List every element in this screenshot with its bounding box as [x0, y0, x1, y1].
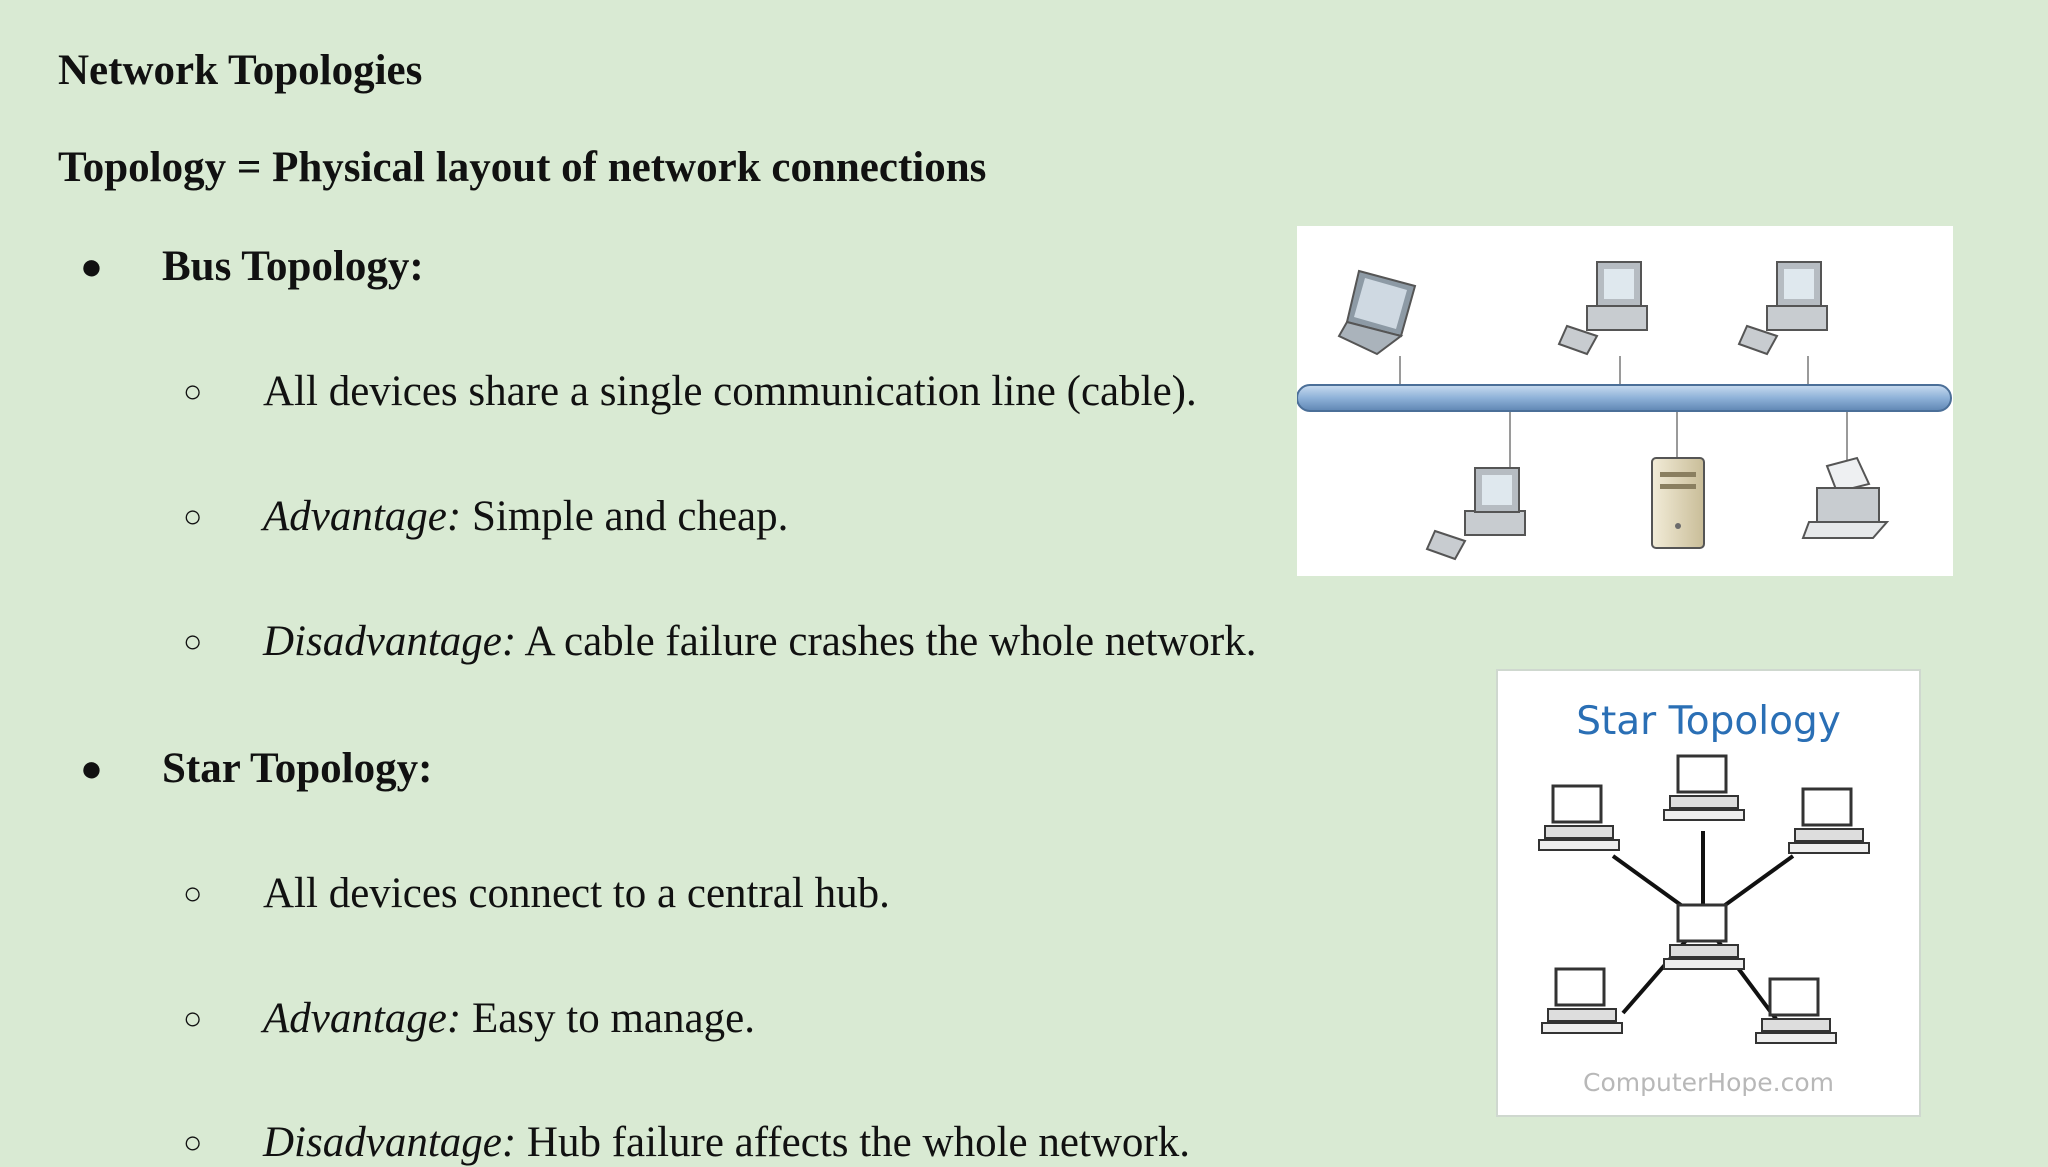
desktop-computer-icon [1737, 261, 1828, 356]
star-disadvantage-label: Disadvantage: [263, 1119, 517, 1166]
bus-advantage: ○ Advantage: Simple and cheap. [183, 492, 788, 541]
laptop-icon [1337, 269, 1417, 356]
computer-icon [1541, 967, 1623, 1034]
sub-bullet-icon: ○ [183, 875, 203, 911]
bus-topology-image [1296, 226, 1953, 576]
computer-icon [1788, 787, 1870, 854]
star-image-title: Star Topology [1576, 699, 1841, 744]
computer-icon [1755, 977, 1837, 1044]
printer-icon [1801, 456, 1890, 539]
star-point-1: ○ All devices connect to a central hub. [183, 869, 890, 918]
server-icon [1651, 457, 1705, 549]
star-point-1-text: All devices connect to a central hub. [263, 870, 890, 917]
star-disadvantage: ○ Disadvantage: Hub failure affects the … [183, 1118, 1190, 1167]
desktop-computer-icon [1425, 467, 1526, 561]
bus-heading-text: Bus Topology: [162, 243, 424, 290]
computer-icon [1663, 754, 1745, 821]
bus-advantage-label: Advantage: [263, 493, 462, 540]
bus-cable [1296, 384, 1952, 412]
computer-icon [1538, 784, 1620, 851]
star-disadvantage-text: Hub failure affects the whole network. [516, 1119, 1190, 1166]
slide-subtitle: Topology = Physical layout of network co… [58, 144, 987, 191]
slide-title: Network Topologies [58, 47, 423, 94]
bullet-icon: ● [80, 245, 103, 288]
star-topology-image: Star Topology [1496, 669, 1921, 1117]
bus-advantage-text: Simple and cheap. [461, 493, 789, 540]
bus-disadvantage: ○ Disadvantage: A cable failure crashes … [183, 617, 1256, 666]
bus-disadvantage-text: A cable failure crashes the whole networ… [516, 618, 1257, 665]
bus-point-1-text: All devices share a single communication… [263, 368, 1197, 415]
star-topology-diagram [1538, 754, 1870, 1044]
bullet-icon: ● [80, 747, 103, 790]
image-credit: ComputerHope.com [1583, 1068, 1834, 1097]
sub-bullet-icon: ○ [183, 1000, 203, 1036]
bus-heading: ● Bus Topology: [80, 242, 424, 291]
desktop-computer-icon [1557, 261, 1648, 356]
sub-bullet-icon: ○ [183, 498, 203, 534]
bus-point-1: ○ All devices share a single communicati… [183, 367, 1197, 416]
bus-disadvantage-label: Disadvantage: [263, 618, 517, 665]
sub-bullet-icon: ○ [183, 373, 203, 409]
hub-computer-icon [1663, 903, 1745, 970]
sub-bullet-icon: ○ [183, 1124, 203, 1160]
sub-bullet-icon: ○ [183, 623, 203, 659]
star-heading-text: Star Topology: [162, 745, 433, 792]
bus-topology-diagram [1296, 261, 1952, 561]
star-advantage-label: Advantage: [263, 995, 462, 1042]
drop-lines [1399, 356, 1848, 491]
star-advantage-text: Easy to manage. [461, 995, 755, 1042]
star-heading: ● Star Topology: [80, 744, 432, 793]
star-advantage: ○ Advantage: Easy to manage. [183, 994, 755, 1043]
